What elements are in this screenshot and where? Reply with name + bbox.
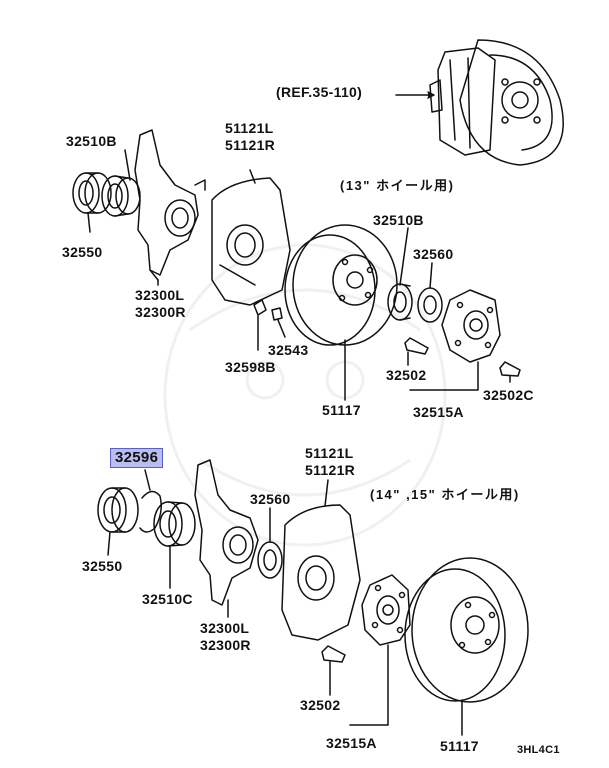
label-51121R-upper: 51121R <box>225 137 276 153</box>
upper-rotor-13in <box>284 224 398 346</box>
label-32502C: 32502C <box>483 387 534 403</box>
label-32515A-upper: 32515A <box>413 404 464 420</box>
lower-rotor-14-15in <box>404 557 529 703</box>
upper-bearing-32550 <box>72 172 112 214</box>
label-32300R-lower: 32300R <box>200 637 251 653</box>
upper-hub-bolt-32502 <box>404 337 429 355</box>
label-51121R-lower: 51121R <box>305 462 356 478</box>
label-32596-highlighted: 32596 <box>110 448 164 468</box>
label-51117-lower: 51117 <box>440 738 479 754</box>
label-32550-lower: 32550 <box>82 558 123 574</box>
lower-bearing-32550 <box>97 487 139 533</box>
label-32502-lower: 32502 <box>300 697 341 713</box>
label-32515A-lower: 32515A <box>326 735 377 751</box>
label-32560-upper: 32560 <box>413 246 454 262</box>
diagram-code: 3HL4C1 <box>517 744 560 756</box>
lower-bearing-32510C <box>153 501 196 547</box>
upper-bolts-32598B-32543 <box>253 299 283 321</box>
upper-dust-cover <box>211 177 291 306</box>
label-32550-upper: 32550 <box>62 244 103 260</box>
label-32598B: 32598B <box>225 359 276 375</box>
lower-leader-lines <box>107 469 463 736</box>
label-32510B-upper-left: 32510B <box>66 133 117 149</box>
upper-bearing-32510B-left <box>101 175 141 217</box>
label-32560-lower: 32560 <box>250 491 291 507</box>
lower-knuckle <box>194 459 259 606</box>
caliper-assembly-reference <box>429 39 564 166</box>
upper-seal-32560 <box>417 287 443 323</box>
ref-label: (REF.35-110) <box>276 84 363 100</box>
lower-seal-32560 <box>257 541 283 579</box>
label-32300L-upper: 32300L <box>135 287 185 303</box>
lower-hub-32515A <box>361 574 411 646</box>
label-51117-upper: 51117 <box>322 402 361 418</box>
lower-hub-bolt-32502 <box>321 645 346 663</box>
label-32300R-upper: 32300R <box>135 304 186 320</box>
label-32300L-lower: 32300L <box>200 620 250 636</box>
upper-hub-bolt-32502C <box>499 361 521 377</box>
label-32502-upper: 32502 <box>386 367 427 383</box>
label-51121L-lower: 51121L <box>305 445 354 461</box>
note-14-15-inch-wheel: (14" ,15" ホイール用) <box>370 487 520 502</box>
label-32510B-upper-right: 32510B <box>373 212 424 228</box>
upper-bearing-32510B-right <box>387 283 413 321</box>
label-51121L-upper: 51121L <box>225 120 274 136</box>
upper-leader-lines <box>87 149 511 401</box>
label-32510C: 32510C <box>142 591 193 607</box>
upper-knuckle <box>134 129 206 281</box>
label-32543: 32543 <box>268 342 309 358</box>
upper-hub-32515A <box>441 289 501 363</box>
lower-snap-ring-32596 <box>139 490 162 533</box>
lower-dust-cover <box>281 504 361 641</box>
note-13-inch-wheel: (13" ホイール用) <box>340 178 455 193</box>
